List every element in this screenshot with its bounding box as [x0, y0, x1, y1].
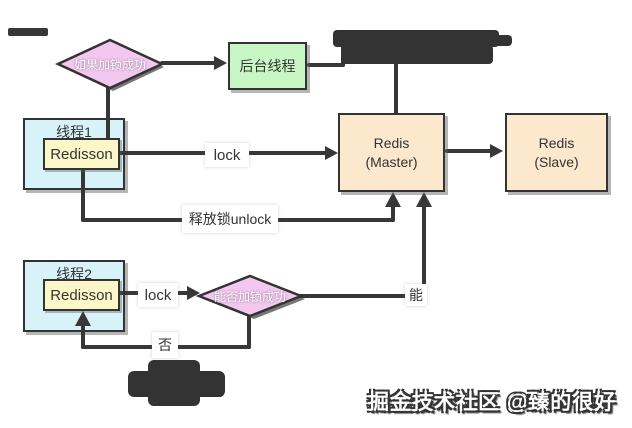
- stray-line-segment: [8, 28, 48, 36]
- edge-scribble-to-master: [394, 60, 398, 115]
- arrowhead-into-canlock: [187, 286, 200, 300]
- edge-yes-horizontal: [296, 294, 426, 298]
- edge-no-up: [81, 324, 85, 349]
- edge-iflock-to-thread1: [106, 84, 110, 140]
- background-thread-box: 后台线程: [228, 42, 307, 90]
- edge-yes-up: [422, 200, 426, 298]
- edge-unlock-down: [81, 168, 85, 222]
- arrowhead-into-bgthread: [214, 56, 227, 70]
- thread2-label: 线程2: [56, 266, 92, 282]
- redacted-scribble-top-notch: [494, 35, 512, 46]
- arrowhead-yes-into-master: [416, 192, 432, 207]
- edge-iflock-to-bgthread: [160, 61, 218, 65]
- decision-can-lock-success: 能否加锁成功: [194, 272, 306, 320]
- arrowhead-no-into-redisson2: [75, 311, 91, 326]
- if-lock-success-label: 如果加锁成功: [73, 57, 146, 72]
- edge-label-yes: 能: [405, 284, 427, 306]
- arrowhead-into-slave: [490, 144, 503, 158]
- edge-label-lock-thread1: lock: [205, 143, 249, 167]
- diamond-shape-1: [55, 38, 165, 91]
- background-thread-label: 后台线程: [239, 58, 296, 74]
- thread1-label: 线程1: [56, 124, 92, 140]
- diamond-shape-2: [195, 274, 305, 319]
- redisson2-label: Redisson: [50, 286, 113, 304]
- edge-label-unlock: 释放锁unlock: [182, 205, 278, 233]
- redis-slave-label: Redis (Slave): [534, 134, 579, 170]
- redacted-scribble-bottom-3: [186, 377, 224, 397]
- watermark-text: 掘金技术社区 @臻的很好: [368, 391, 617, 414]
- redisson1-label: Redisson: [50, 145, 113, 163]
- edge-label-no: 否: [152, 332, 178, 358]
- redacted-scribble-top: [333, 30, 499, 47]
- edge-unlock-up: [391, 200, 395, 222]
- edge-master-to-slave: [445, 149, 495, 153]
- redisson2-box: Redisson: [43, 279, 120, 311]
- decision-if-lock-success: 如果加锁成功: [52, 36, 168, 92]
- redis-master-box: Redis (Master): [338, 113, 445, 192]
- can-lock-success-label: 能否加锁成功: [213, 289, 286, 304]
- redis-master-label: Redis (Master): [365, 134, 418, 170]
- redisson1-box: Redisson: [43, 138, 120, 170]
- edge-bgthread-right: [307, 63, 345, 67]
- edge-no-down: [247, 313, 251, 349]
- arrowhead-into-master-left: [325, 146, 338, 160]
- edge-label-lock-thread2: lock: [138, 283, 178, 307]
- redacted-scribble-top-2: [341, 45, 493, 64]
- redis-slave-box: Redis (Slave): [505, 113, 608, 192]
- arrowhead-unlock-into-master: [385, 192, 401, 207]
